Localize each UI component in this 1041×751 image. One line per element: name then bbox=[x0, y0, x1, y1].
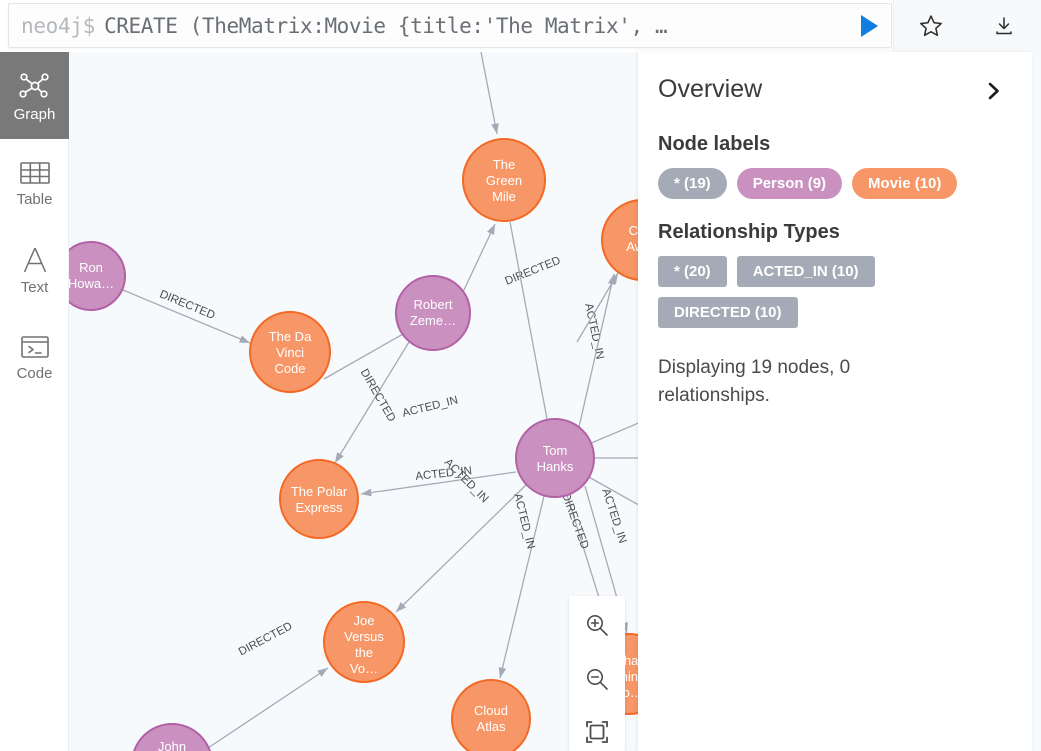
collapse-overview-button[interactable] bbox=[980, 76, 1012, 111]
overview-title: Overview bbox=[658, 75, 763, 103]
tab-label: Table bbox=[16, 190, 53, 208]
graph-node-tom-hanks[interactable]: Tom Hanks bbox=[515, 418, 595, 498]
graph-node-joe-versus-the-volcano[interactable]: Joe Versus the Vo… bbox=[323, 601, 405, 683]
download-icon bbox=[996, 17, 1012, 35]
code-icon bbox=[20, 335, 49, 358]
graph-node-ron-howard[interactable]: Ron Howa… bbox=[69, 241, 126, 311]
displaying-status: Displaying 19 nodes, 0 relationships. bbox=[658, 357, 851, 406]
graph-icon bbox=[18, 72, 49, 98]
node-label-chip-movie[interactable]: Movie (10) bbox=[852, 168, 958, 199]
run-query-button[interactable] bbox=[847, 3, 891, 48]
zoom-out-icon bbox=[587, 668, 608, 690]
relationship-types-heading: Relationship Types bbox=[658, 221, 840, 243]
node-labels-list: * (19) Person (9) Movie (10) bbox=[658, 168, 1012, 199]
zoom-fit-icon bbox=[586, 721, 608, 744]
result-frame: DIRECTED DIRECTED DIRECTED ACTED_IN ACTE… bbox=[0, 52, 1041, 751]
relationship-line[interactable] bbox=[207, 667, 329, 749]
query-input[interactable]: CREATE (TheMatrix:Movie {title:'The Matr… bbox=[104, 13, 668, 38]
relationship-label: ACTED_IN bbox=[415, 465, 473, 483]
relationship-line[interactable] bbox=[395, 483, 528, 613]
relationship-label: ACTED_IN bbox=[401, 394, 459, 419]
relationship-line[interactable] bbox=[576, 272, 619, 343]
relationship-label: DIRECTED bbox=[237, 620, 295, 658]
relationship-label: ACTED_IN bbox=[582, 302, 606, 360]
zoom-controls bbox=[569, 596, 625, 751]
tab-code[interactable]: Code bbox=[0, 313, 69, 400]
tab-label: Graph bbox=[13, 105, 56, 123]
zoom-fit-button[interactable] bbox=[577, 713, 617, 751]
relationship-line[interactable] bbox=[122, 289, 251, 344]
relationship-line[interactable] bbox=[578, 273, 616, 428]
star-icon bbox=[919, 15, 942, 37]
text-icon bbox=[23, 247, 46, 272]
tab-table[interactable]: Table bbox=[0, 139, 69, 226]
relationship-chip-acted-in[interactable]: ACTED_IN (10) bbox=[736, 256, 875, 287]
query-editor-bar: neo4j$ CREATE (TheMatrix:Movie {title:'T… bbox=[0, 0, 1041, 52]
relationship-types-list: * (20) ACTED_IN (10) DIRECTED (10) bbox=[658, 256, 1012, 328]
editor-prompt: neo4j$ bbox=[21, 13, 96, 38]
tab-graph[interactable]: Graph bbox=[0, 52, 69, 139]
overview-panel: Overview Node labels * (19) Person (9) M… bbox=[638, 52, 1032, 751]
editor-actions bbox=[893, 0, 1041, 52]
query-editor[interactable]: neo4j$ CREATE (TheMatrix:Movie {title:'T… bbox=[8, 3, 892, 48]
relationship-line[interactable] bbox=[498, 495, 545, 679]
relationship-chip-directed[interactable]: DIRECTED (10) bbox=[658, 297, 798, 328]
graph-node-the-da-vinci-code[interactable]: The Da Vinci Code bbox=[249, 311, 331, 393]
overview-header: Overview bbox=[658, 75, 1012, 111]
relationship-line[interactable] bbox=[323, 333, 404, 380]
zoom-in-icon bbox=[587, 614, 608, 636]
relationship-chip-all[interactable]: * (20) bbox=[658, 256, 727, 287]
node-label-chip-all[interactable]: * (19) bbox=[658, 168, 727, 199]
zoom-in-button[interactable] bbox=[577, 606, 617, 644]
tab-label: Text bbox=[20, 278, 49, 296]
node-label-chip-person[interactable]: Person (9) bbox=[736, 168, 843, 199]
tab-text[interactable]: Text bbox=[0, 226, 69, 313]
graph-node-the-polar-express[interactable]: The Polar Express bbox=[279, 459, 359, 539]
relationship-line[interactable] bbox=[462, 223, 496, 293]
graph-node-the-green-mile[interactable]: The Green Mile bbox=[462, 138, 546, 222]
graph-node-cloud-atlas[interactable]: Cloud Atlas bbox=[451, 679, 531, 751]
relationship-label: DIRECTED bbox=[503, 255, 562, 288]
view-tabs: Graph Table Text bbox=[0, 52, 69, 751]
relationship-line[interactable] bbox=[509, 221, 548, 420]
relationship-line[interactable] bbox=[334, 341, 410, 464]
relationship-line[interactable] bbox=[360, 471, 517, 497]
graph-node-robert-zemeckis[interactable]: Robert Zeme… bbox=[395, 275, 471, 351]
favorite-button[interactable] bbox=[894, 0, 968, 52]
tab-label: Code bbox=[16, 364, 53, 382]
chevron-right-icon bbox=[988, 82, 999, 100]
relationship-label: ACTED_IN bbox=[599, 487, 628, 545]
graph-node-john-patrick-stanley[interactable]: John Patrick Stan… bbox=[132, 723, 212, 751]
zoom-out-button[interactable] bbox=[577, 660, 617, 698]
play-icon bbox=[861, 14, 878, 37]
node-labels-heading: Node labels bbox=[658, 133, 771, 155]
download-button[interactable] bbox=[968, 0, 1041, 52]
relationship-line[interactable] bbox=[480, 52, 499, 135]
table-icon bbox=[19, 161, 50, 184]
